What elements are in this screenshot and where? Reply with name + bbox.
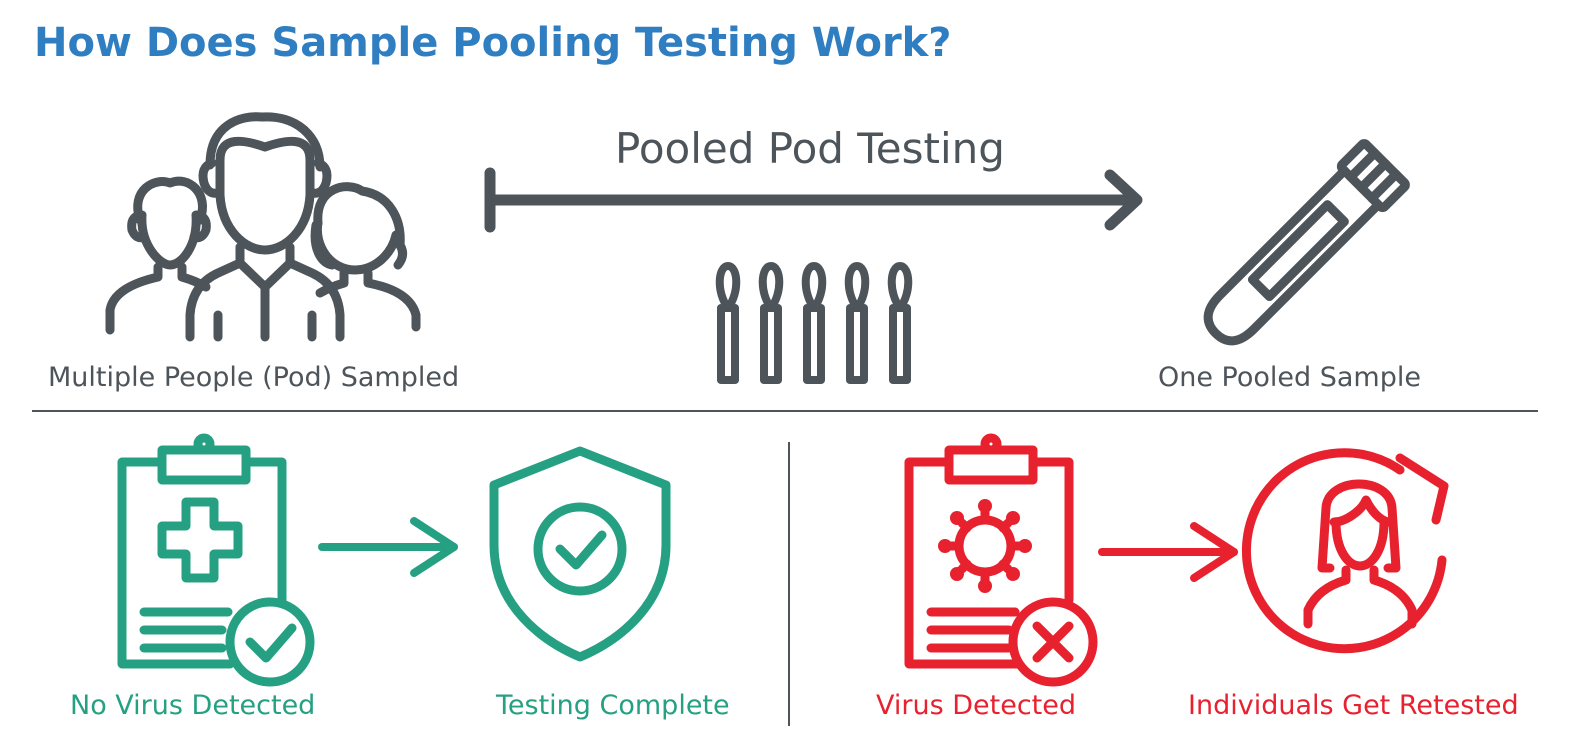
- red-arrow-icon: [1098, 522, 1238, 582]
- clipboard-medical-check-icon: [117, 433, 315, 687]
- pod-sampled-caption: Multiple People (Pod) Sampled: [48, 362, 460, 393]
- swab-1: [715, 262, 741, 384]
- horizontal-divider: [32, 410, 1538, 412]
- people-group-icon: [105, 112, 421, 342]
- swab-3: [801, 262, 827, 384]
- pooled-sample-caption: One Pooled Sample: [1158, 362, 1421, 393]
- green-arrow-icon: [318, 517, 458, 577]
- clipboard-virus-x-icon: [904, 433, 1098, 687]
- swabs-icon: [715, 262, 913, 384]
- vertical-divider: [788, 442, 790, 726]
- shield-check-icon: [489, 446, 671, 662]
- no-virus-caption: No Virus Detected: [70, 690, 316, 721]
- page-title: How Does Sample Pooling Testing Work?: [34, 20, 952, 66]
- swab-2: [758, 262, 784, 384]
- testing-complete-caption: Testing Complete: [496, 690, 730, 721]
- process-arrow-icon: [484, 167, 1143, 233]
- process-label: Pooled Pod Testing: [615, 124, 1005, 173]
- retested-caption: Individuals Get Retested: [1188, 690, 1519, 721]
- virus-detected-caption: Virus Detected: [876, 690, 1077, 721]
- swab-4: [844, 262, 870, 384]
- test-tube-icon: [1203, 139, 1410, 346]
- swab-5: [887, 262, 913, 384]
- person-retest-icon: [1241, 448, 1449, 654]
